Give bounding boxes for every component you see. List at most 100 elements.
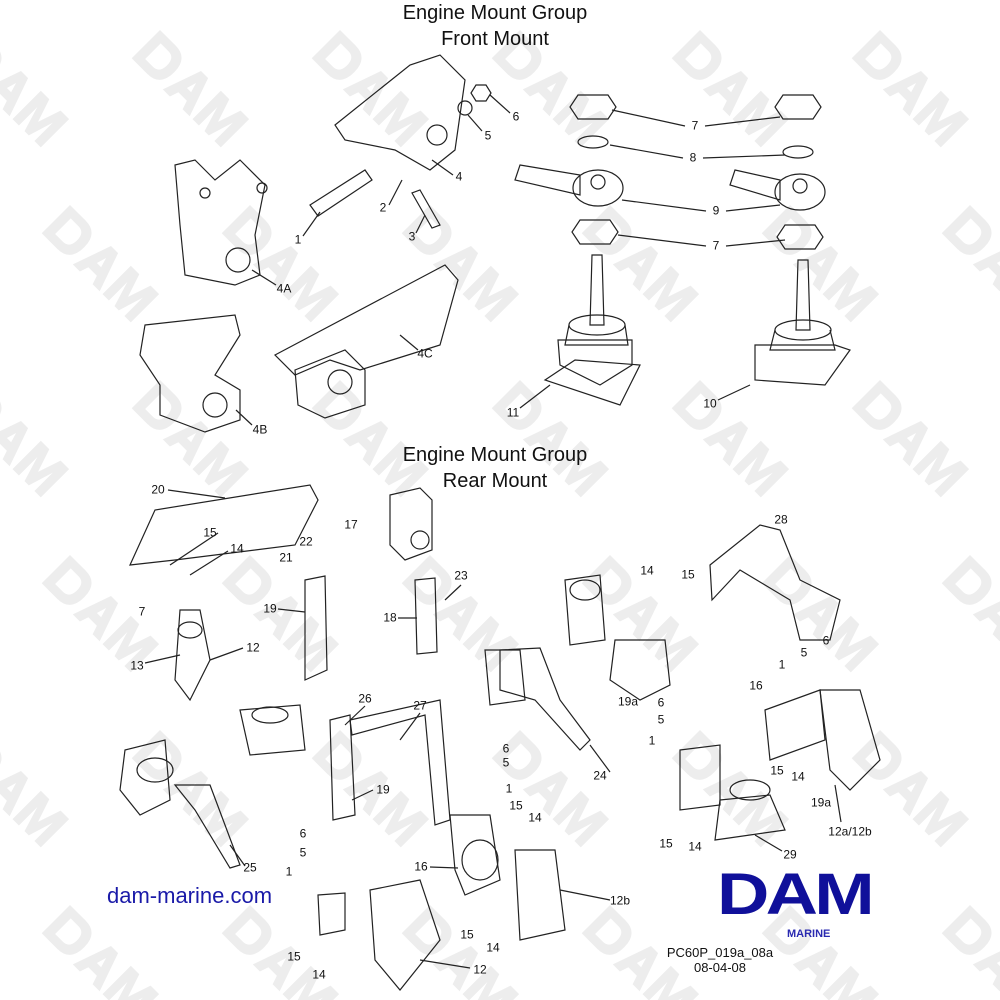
callout-label: 12 xyxy=(473,962,487,977)
callout-label: 17 xyxy=(344,517,358,532)
group-title: Engine Mount Group xyxy=(402,2,588,24)
watermark xyxy=(581,205,700,323)
watermark xyxy=(401,205,520,323)
callout-label: 5 xyxy=(299,845,307,860)
callout-label: 9 xyxy=(712,203,720,218)
callout-label: 13 xyxy=(130,658,144,673)
rear-mount-title: Engine Mount Group Rear Mount xyxy=(0,442,990,494)
callout-label: 15 xyxy=(681,567,695,582)
callout-label: 1 xyxy=(505,781,513,796)
callout-label: 19a xyxy=(810,795,832,810)
watermark xyxy=(401,905,520,1000)
watermark xyxy=(581,905,700,1000)
watermark xyxy=(221,205,340,323)
callout-label: 14 xyxy=(230,541,244,556)
callout-label: 12b xyxy=(609,893,631,908)
drawing-reference: PC60P_019a_08a 08-04-08 xyxy=(655,945,785,975)
watermark xyxy=(221,905,340,1000)
callout-label: 6 xyxy=(822,633,830,648)
callout-label: 5 xyxy=(502,755,510,770)
watermark xyxy=(41,555,160,673)
callout-label: 15 xyxy=(287,949,301,964)
callout-label: 5 xyxy=(800,645,808,660)
callout-label: 29 xyxy=(783,847,797,862)
logo-subtitle: MARINE xyxy=(787,928,831,940)
watermark xyxy=(311,30,430,148)
watermark xyxy=(671,30,790,148)
watermark xyxy=(761,905,880,1000)
watermark xyxy=(671,730,790,848)
watermark xyxy=(131,30,250,148)
callout-label: 4B xyxy=(252,422,268,437)
callout-label: 2 xyxy=(379,200,387,215)
drawing-code: PC60P_019a_08a xyxy=(666,945,774,960)
callout-label: 24 xyxy=(593,768,607,783)
callout-label: 14 xyxy=(791,769,805,784)
watermark xyxy=(491,730,610,848)
callout-label: 19 xyxy=(263,601,277,616)
watermark xyxy=(851,30,970,148)
watermark xyxy=(761,205,880,323)
watermark xyxy=(581,555,700,673)
callout-label: 4C xyxy=(417,346,433,361)
callout-label: 15 xyxy=(659,836,673,851)
callout-label: 3 xyxy=(408,229,416,244)
watermark xyxy=(311,730,430,848)
callout-label: 14 xyxy=(640,563,654,578)
callout-label: 14 xyxy=(312,967,326,982)
watermark xyxy=(401,555,520,673)
section-subtitle: Front Mount xyxy=(441,28,549,50)
callout-label: 23 xyxy=(454,568,468,583)
callout-label: 14 xyxy=(528,810,542,825)
callout-label: 6 xyxy=(299,826,307,841)
callout-label: 7 xyxy=(138,604,146,619)
callout-label: 15 xyxy=(509,798,523,813)
callout-label: 16 xyxy=(749,678,763,693)
watermark xyxy=(851,730,970,848)
callout-label: 28 xyxy=(774,512,788,527)
watermark xyxy=(0,730,70,848)
callout-label: 7 xyxy=(712,238,720,253)
callout-label: 6 xyxy=(657,695,665,710)
callout-label: 22 xyxy=(299,534,313,549)
callout-label: 20 xyxy=(151,482,165,497)
watermark xyxy=(131,380,250,498)
callout-label: 14 xyxy=(688,839,702,854)
callout-label: 6 xyxy=(502,741,510,756)
callout-label: 15 xyxy=(203,525,217,540)
callout-label: 4 xyxy=(455,169,463,184)
callout-label: 15 xyxy=(770,763,784,778)
callout-label: 12a/12b xyxy=(828,824,872,839)
watermark xyxy=(761,555,880,673)
callout-label: 12 xyxy=(246,640,260,655)
callout-label: 25 xyxy=(243,860,257,875)
front-mount-title: Engine Mount Group Front Mount xyxy=(0,0,990,52)
callout-label: 1 xyxy=(294,232,302,247)
watermark xyxy=(671,380,790,498)
callout-label: 1 xyxy=(778,657,786,672)
callout-label: 11 xyxy=(506,405,520,420)
callout-label: 5 xyxy=(657,712,665,727)
callout-label: 26 xyxy=(358,691,372,706)
callout-label: 19a xyxy=(617,694,639,709)
callout-label: 4A xyxy=(276,281,292,296)
callout-label: 7 xyxy=(691,118,699,133)
watermark xyxy=(41,205,160,323)
watermark xyxy=(41,905,160,1000)
callout-label: 18 xyxy=(383,610,397,625)
section-subtitle: Rear Mount xyxy=(442,470,548,492)
callout-label: 6 xyxy=(512,109,520,124)
website-link[interactable]: dam-marine.com xyxy=(107,883,273,908)
callout-label: 16 xyxy=(414,859,428,874)
watermark xyxy=(0,380,70,498)
watermark xyxy=(491,380,610,498)
drawing-date: 08-04-08 xyxy=(693,960,747,975)
watermark xyxy=(311,380,430,498)
watermark xyxy=(851,380,970,498)
callout-label: 14 xyxy=(486,940,500,955)
dam-marine-logo: DAM xyxy=(717,862,875,927)
watermark xyxy=(131,730,250,848)
callout-label: 27 xyxy=(413,698,427,713)
